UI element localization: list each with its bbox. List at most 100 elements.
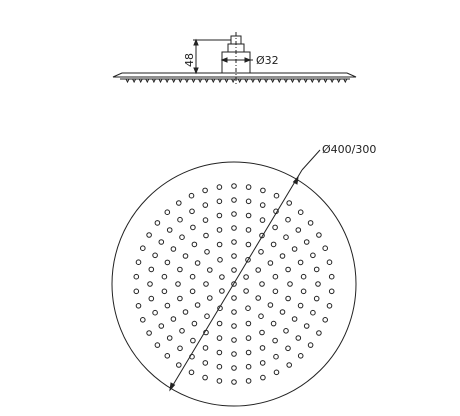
head-diameter-leader	[301, 149, 321, 171]
nozzle	[182, 253, 189, 259]
nozzle	[231, 267, 237, 273]
nozzle	[328, 273, 335, 280]
nozzle	[322, 317, 329, 323]
side-nozzle	[323, 78, 328, 84]
nozzle	[216, 335, 223, 341]
nozzle	[297, 259, 304, 266]
shower-plate-profile	[112, 72, 357, 78]
nozzle	[285, 345, 291, 352]
nozzle	[322, 245, 329, 251]
diameter-arrow-right	[244, 57, 252, 63]
nozzle	[245, 227, 252, 233]
nozzle	[297, 209, 304, 215]
nozzle	[245, 241, 252, 248]
nozzle	[202, 345, 209, 351]
nozzle	[146, 232, 152, 238]
side-nozzle	[297, 78, 302, 84]
nozzle	[259, 232, 265, 239]
nozzle	[179, 328, 185, 334]
nozzle	[255, 295, 262, 301]
nozzle	[207, 267, 213, 273]
nozzle	[259, 329, 265, 336]
nozzle	[245, 378, 252, 384]
nozzle	[190, 224, 196, 231]
nozzle	[177, 295, 183, 302]
nozzle	[177, 345, 183, 352]
side-nozzle	[132, 78, 137, 84]
side-nozzle	[211, 78, 216, 84]
nozzle	[328, 288, 335, 295]
nozzle	[179, 234, 185, 240]
nozzle	[245, 212, 252, 219]
side-nozzle	[283, 78, 288, 84]
nozzle	[245, 320, 252, 327]
nozzle	[295, 227, 302, 233]
nozzle	[164, 259, 171, 266]
nozzle	[279, 253, 286, 259]
nozzle	[231, 323, 237, 329]
side-nozzle	[145, 78, 150, 84]
nozzle	[231, 379, 237, 385]
side-nozzle	[198, 78, 203, 84]
pipe-diameter-label: Ø32	[256, 54, 279, 67]
nozzle	[170, 246, 177, 252]
nozzle	[189, 273, 196, 280]
nozzle	[154, 342, 161, 348]
nozzle	[140, 245, 146, 251]
side-nozzle	[290, 78, 295, 84]
nozzle	[216, 363, 223, 370]
nozzle	[202, 187, 208, 194]
side-nozzle	[330, 78, 335, 84]
side-nozzle	[165, 78, 170, 84]
nozzle	[135, 259, 142, 266]
head-diameter-line	[169, 169, 303, 391]
nozzle	[307, 342, 314, 348]
nozzle	[310, 252, 316, 259]
nozzle	[310, 309, 316, 316]
head-diameter-label: Ø400/300	[322, 143, 376, 156]
nozzle	[176, 362, 182, 368]
nozzle	[273, 369, 280, 376]
nozzle	[313, 266, 320, 273]
diameter-arrow-left	[220, 57, 228, 63]
nozzle	[188, 192, 195, 199]
side-nozzle	[191, 78, 196, 84]
nozzle	[272, 337, 278, 344]
nozzle	[164, 209, 171, 215]
nozzle	[285, 216, 291, 223]
top-view	[111, 149, 357, 407]
nozzle	[273, 192, 280, 199]
nozzle	[191, 320, 198, 327]
nozzle	[164, 302, 171, 309]
side-nozzle	[217, 78, 222, 84]
nozzle	[194, 260, 201, 266]
nozzle	[285, 266, 291, 273]
nozzle	[231, 365, 237, 371]
nozzle	[270, 320, 277, 327]
nozzle	[135, 303, 142, 309]
side-nozzle	[277, 78, 282, 84]
nozzle	[152, 252, 158, 259]
nozzle	[259, 217, 266, 223]
side-nozzle	[204, 78, 209, 84]
side-nozzle	[270, 78, 275, 84]
nozzle	[255, 267, 262, 273]
nozzle	[283, 234, 289, 240]
nozzle	[259, 360, 266, 366]
nozzle	[303, 323, 310, 329]
nozzle	[202, 360, 209, 366]
nozzle	[190, 337, 196, 344]
head-diameter-arrow-top	[292, 175, 299, 185]
nozzle	[307, 220, 314, 226]
side-nozzle	[264, 78, 269, 84]
nozzle	[259, 202, 266, 208]
side-nozzle	[316, 78, 321, 84]
nozzle	[260, 187, 266, 194]
nozzle	[245, 184, 252, 190]
nozzle	[315, 281, 321, 287]
nozzle	[291, 246, 298, 252]
nozzle	[326, 259, 333, 266]
nozzle	[231, 281, 237, 287]
nozzle	[202, 202, 209, 208]
